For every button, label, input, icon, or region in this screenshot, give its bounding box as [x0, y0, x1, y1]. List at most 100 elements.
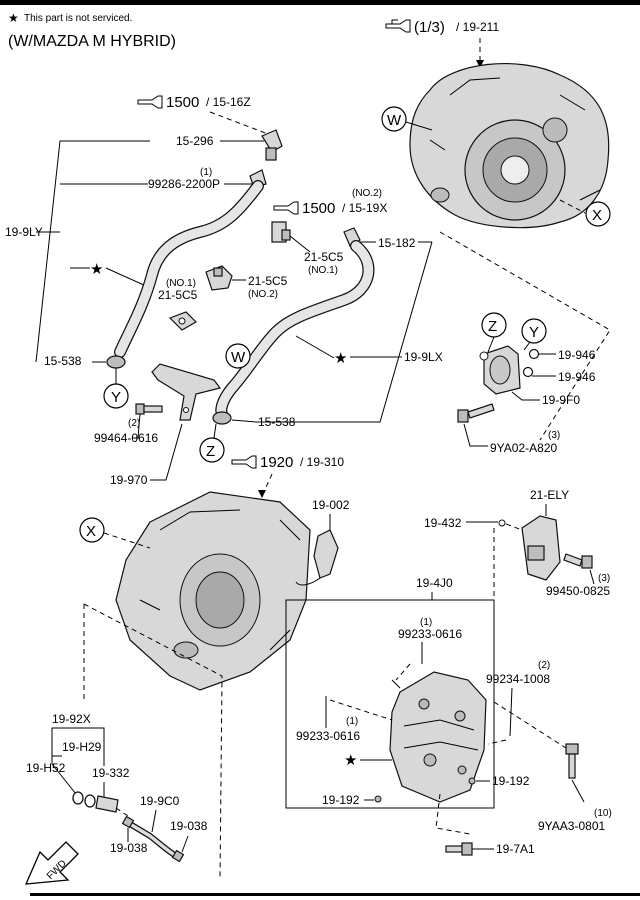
- label-9YA02-qty: (3): [548, 430, 560, 441]
- marker-z-left: [199, 437, 225, 463]
- oring-19-H29: [84, 794, 96, 808]
- label-99233-0616-top[interactable]: 99233-0616: [398, 627, 462, 641]
- oring-19-946-a: [528, 348, 540, 360]
- label-19-192-left[interactable]: 19-192: [322, 793, 360, 807]
- label-19-H52[interactable]: 19-H52: [26, 761, 66, 775]
- label-21-5C5-no1: (NO.1): [308, 265, 338, 276]
- label-19-9F0[interactable]: 19-9F0: [542, 393, 580, 407]
- label-19-946-a[interactable]: 19-946: [558, 348, 596, 362]
- label-19-92X[interactable]: 19-92X: [52, 712, 91, 726]
- part-21-5C5-no1-lower: [168, 311, 197, 331]
- transmission-case-upper: [409, 62, 610, 229]
- ref-15-19X-num: 1500: [302, 200, 335, 217]
- oring-19-H52: [72, 791, 84, 805]
- part-21-5C5-no2: [205, 265, 233, 291]
- transmission-housing-lower: [115, 491, 311, 691]
- hand-pointer-icon: [137, 95, 163, 109]
- ref-15-19X[interactable]: 1500 / 15-19X: [273, 200, 387, 217]
- bolt-19-7A1: [445, 842, 473, 856]
- hose-19-9LY: [114, 180, 264, 358]
- label-19-H29[interactable]: 19-H29: [62, 740, 102, 754]
- label-99450-0825[interactable]: 99450-0825: [546, 584, 610, 598]
- label-15-538-left[interactable]: 15-538: [44, 354, 82, 368]
- ref-15-16Z-page: / 15-16Z: [206, 95, 251, 109]
- label-19-192-right[interactable]: 19-192: [492, 774, 530, 788]
- top-rule: [0, 0, 640, 5]
- filter-19-192-right: [468, 777, 476, 785]
- marker-x-upper-label: X: [592, 207, 602, 224]
- ref-19-211-page: / 19-211: [456, 20, 499, 34]
- star-19-9LY: ★: [90, 261, 103, 278]
- ref-15-19X-page: / 15-19X: [342, 201, 387, 215]
- ref-15-16Z[interactable]: 1500 / 15-16Z: [137, 94, 251, 111]
- ref-19-211[interactable]: (1/3) / 19-211: [385, 19, 499, 36]
- label-15-538-right[interactable]: 15-538: [258, 415, 296, 429]
- star-19-9LX: ★: [334, 350, 347, 367]
- label-19-332[interactable]: 19-332: [92, 766, 130, 780]
- marker-w-mid: [225, 343, 251, 369]
- oring-19-946-b: [522, 366, 534, 378]
- bolt-9YAA3-0801: [565, 743, 579, 779]
- label-19-432[interactable]: 19-432: [424, 516, 462, 530]
- marker-z-left-label: Z: [206, 443, 215, 460]
- label-no2-top: (NO.2): [352, 188, 382, 199]
- part-15-296: [261, 129, 283, 161]
- marker-y-left-label: Y: [111, 389, 121, 406]
- fitting-19-332: [95, 795, 119, 813]
- label-9YAA3-0801[interactable]: 9YAA3-0801: [538, 819, 605, 833]
- ref-19-310-page: / 19-310: [300, 455, 344, 469]
- hand-pointer-icon: [385, 19, 411, 33]
- label-21-5C5-no2: (NO.2): [248, 289, 278, 300]
- hand-pointer-icon: [231, 455, 257, 469]
- label-99234-1008[interactable]: 99234-1008: [486, 672, 550, 686]
- box-19-4J0: [285, 599, 495, 809]
- bolt-99450-0825: [563, 553, 593, 569]
- label-19-4J0[interactable]: 19-4J0: [416, 576, 453, 590]
- label-21-ELY[interactable]: 21-ELY: [530, 488, 569, 502]
- label-9YA02-A820[interactable]: 9YA02-A820: [490, 441, 557, 455]
- ref-19-310[interactable]: 1920 / 19-310: [231, 454, 344, 471]
- marker-y-right-label: Y: [529, 324, 539, 341]
- label-21-5C5-no1-right[interactable]: 21-5C5: [304, 250, 344, 264]
- label-19-970[interactable]: 19-970: [110, 473, 148, 487]
- label-19-9C0[interactable]: 19-9C0: [140, 794, 180, 808]
- marker-x-lower-label: X: [86, 523, 96, 540]
- bolt-9YA02-A820: [457, 403, 495, 423]
- label-21-5C5-right[interactable]: 21-5C5: [248, 274, 288, 288]
- label-99233-left-qty: (1): [346, 716, 358, 727]
- pipe-19-9C0: [121, 815, 185, 863]
- marker-y-left: [103, 383, 129, 409]
- label-9YAA3-qty: (10): [594, 808, 612, 819]
- label-19-002[interactable]: 19-002: [312, 498, 350, 512]
- label-19-946-b[interactable]: 19-946: [558, 370, 596, 384]
- label-19-7A1[interactable]: 19-7A1: [496, 842, 535, 856]
- marker-z-right-label: Z: [488, 318, 497, 335]
- marker-w-upper-label: W: [387, 112, 402, 129]
- filter-19-192-left: [374, 795, 382, 803]
- label-19-9LY[interactable]: 19-9LY: [5, 225, 43, 239]
- part-valve-body: [389, 671, 487, 803]
- marker-w-mid-label: W: [231, 349, 246, 366]
- label-19-9LX[interactable]: 19-9LX: [404, 350, 443, 364]
- label-21-5C5-left[interactable]: 21-5C5: [158, 288, 198, 302]
- label-15-182[interactable]: 15-182: [378, 236, 416, 250]
- label-99464-0616[interactable]: 99464-0616: [94, 431, 158, 445]
- label-99233-0616-left[interactable]: 99233-0616: [296, 729, 360, 743]
- ref-19-211-num: (1/3): [414, 19, 445, 36]
- clamp-15-538-left: [106, 355, 126, 369]
- label-15-296[interactable]: 15-296: [176, 134, 214, 148]
- hand-pointer-icon: [273, 201, 299, 215]
- header-note: This part is not serviced.: [24, 13, 132, 24]
- part-21-5C5-no1-right: [271, 221, 291, 243]
- part-21-ELY: [521, 515, 561, 581]
- label-99450-qty: (3): [598, 573, 610, 584]
- label-99233-top-qty: (1): [420, 617, 432, 628]
- label-19-038-right[interactable]: 19-038: [170, 819, 208, 833]
- hose-19-9LX: [215, 240, 375, 420]
- oring-19-432: [498, 519, 506, 527]
- label-99286-2200P[interactable]: 99286-2200P: [148, 177, 220, 191]
- bolt-99464-0616: [135, 403, 163, 415]
- label-19-038-left[interactable]: 19-038: [110, 841, 148, 855]
- marker-x-lower: [79, 517, 105, 543]
